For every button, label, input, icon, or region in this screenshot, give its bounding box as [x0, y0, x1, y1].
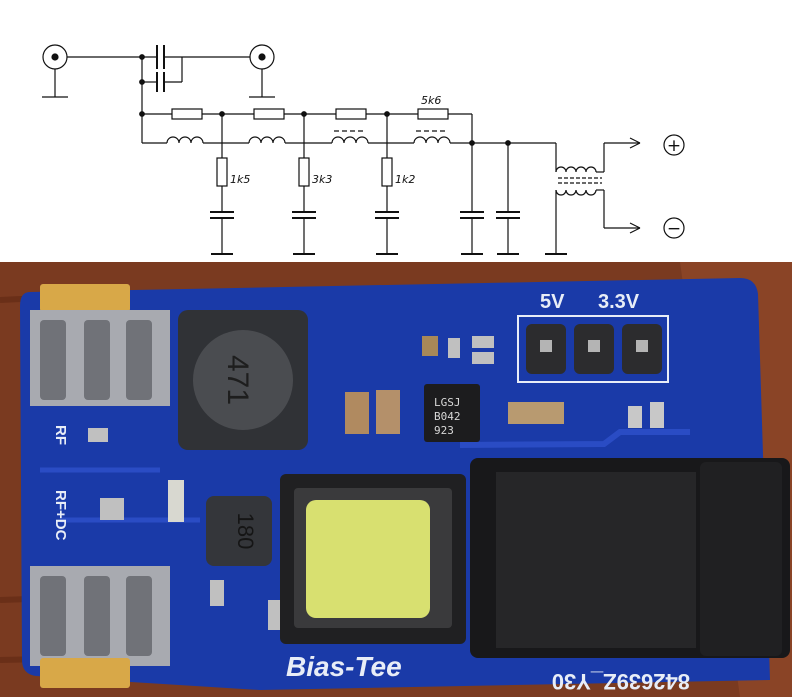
label-rf-dc: RF+DC	[52, 490, 69, 541]
plus-symbol: +	[667, 136, 681, 156]
resistor	[253, 108, 285, 120]
plus-terminal	[663, 134, 685, 156]
input-coax-connector	[42, 44, 68, 98]
ic-chip: LGSJ B042 923	[424, 384, 480, 442]
label-5k6: 5k6	[421, 94, 441, 107]
product-name: Bias-Tee	[286, 651, 402, 682]
smd-capacitor	[345, 392, 369, 434]
led	[168, 480, 184, 522]
sma-connector-rf	[30, 284, 170, 406]
label-1k5: 1k5	[230, 173, 250, 186]
inductor-mark-180: 180	[233, 513, 258, 550]
label-1k2: 1k2	[395, 173, 415, 186]
label-5v: 5V	[540, 291, 565, 313]
resistor	[335, 108, 367, 120]
serial-number: 842639Z_Y30	[552, 669, 690, 694]
common-mode-choke	[545, 137, 641, 255]
label-3k3: 3k3	[312, 173, 332, 186]
ic-line2: B042	[434, 410, 461, 423]
ic-line3: 923	[434, 424, 454, 437]
inductor-180: 180	[206, 496, 272, 566]
smd-capacitor	[376, 390, 400, 434]
transformer	[280, 474, 466, 644]
inductor	[248, 136, 286, 144]
resistor-1k5	[216, 157, 228, 187]
minus-symbol: −	[667, 219, 681, 239]
resistor	[171, 108, 203, 120]
label-3v3: 3.3V	[598, 291, 640, 313]
resistor-3k3	[298, 157, 310, 187]
inductor-cored	[331, 136, 369, 144]
smd-capacitor	[508, 402, 564, 424]
board-photo: RF RF+DC 471 180 LGSJ B042 923	[0, 262, 792, 697]
minus-terminal	[663, 217, 685, 239]
inductor	[166, 136, 204, 144]
dc-jack	[470, 458, 790, 658]
inductor-471: 471	[178, 310, 308, 450]
output-coax-connector	[249, 44, 275, 98]
ic-line1: LGSJ	[434, 396, 461, 409]
label-rf: RF	[52, 425, 69, 445]
resistor-5k6	[417, 108, 449, 120]
inductor-mark-471: 471	[221, 355, 254, 405]
inductor-cored	[413, 136, 451, 144]
schematic	[42, 44, 685, 255]
pin-header	[517, 315, 669, 383]
sma-connector-rf-dc	[30, 566, 170, 688]
resistor-1k2	[381, 157, 393, 187]
